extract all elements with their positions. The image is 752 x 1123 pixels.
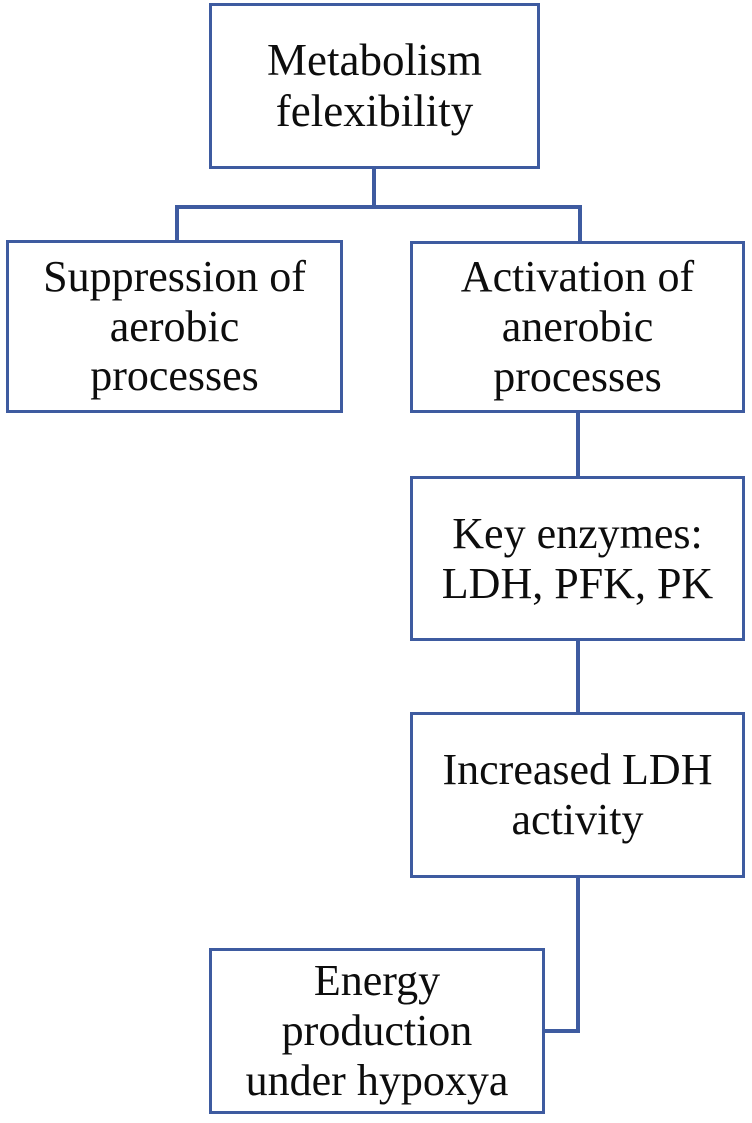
connector-enzymes-to-ldh bbox=[576, 638, 580, 714]
node-suppression-of-aerobic-processes: Suppression of aerobic processes bbox=[6, 240, 343, 413]
connector-activation-to-enzymes bbox=[576, 410, 580, 478]
node-activation-of-anerobic-processes-label: Activation of anerobic processes bbox=[460, 252, 695, 401]
connector-split-bar bbox=[175, 205, 582, 209]
connector-ldh-to-energy-vertical bbox=[576, 875, 580, 1033]
node-metabolism-flexibility: Metabolism felexibility bbox=[209, 3, 540, 169]
node-key-enzymes: Key enzymes: LDH, PFK, PK bbox=[410, 476, 745, 641]
node-energy-production-under-hypoxia-label: Energy production under hypoxya bbox=[245, 956, 509, 1105]
node-key-enzymes-label: Key enzymes: LDH, PFK, PK bbox=[441, 508, 714, 608]
node-suppression-of-aerobic-processes-label: Suppression of aerobic processes bbox=[43, 251, 306, 401]
connector-ldh-to-energy-horizontal bbox=[543, 1029, 580, 1033]
node-activation-of-anerobic-processes: Activation of anerobic processes bbox=[410, 241, 745, 413]
node-increased-ldh-activity: Increased LDH activity bbox=[410, 712, 745, 878]
node-metabolism-flexibility-label: Metabolism felexibility bbox=[267, 35, 482, 136]
node-energy-production-under-hypoxia: Energy production under hypoxya bbox=[209, 948, 545, 1114]
connector-root-to-suppression bbox=[175, 205, 179, 243]
node-increased-ldh-activity-label: Increased LDH activity bbox=[442, 745, 713, 844]
connector-root-to-activation bbox=[578, 205, 582, 244]
connector-root-stem bbox=[372, 166, 376, 209]
